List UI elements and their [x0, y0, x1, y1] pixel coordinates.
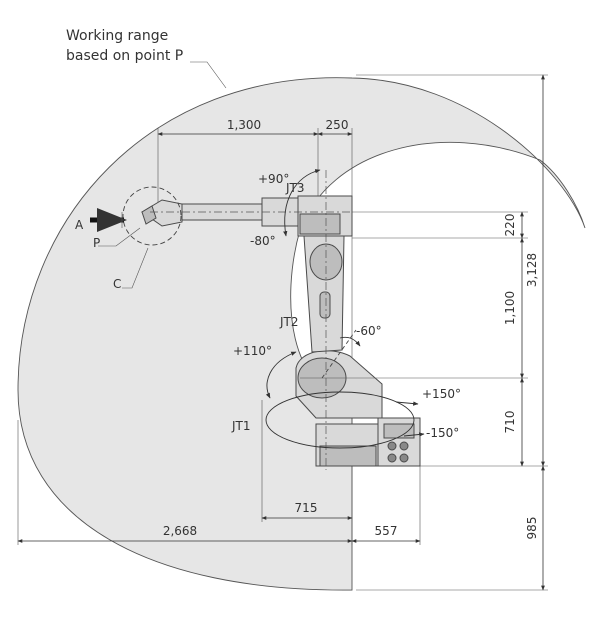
- jt1-minus-arrow: [403, 432, 425, 437]
- dim-label-250: 250: [326, 118, 349, 132]
- jt1-rotation-ellipse: [265, 391, 415, 449]
- point-p-label: P: [93, 236, 100, 250]
- point-a-label: A: [75, 218, 84, 232]
- dim-label-1100: 1,100: [503, 291, 517, 325]
- dim-label-715: 715: [295, 501, 318, 515]
- robot-turntable: [295, 350, 383, 419]
- robot-lower-arm: [303, 235, 345, 353]
- title-leader-line: [190, 61, 227, 89]
- point-c-leader: [122, 247, 149, 289]
- jt2-label: JT2: [279, 315, 299, 329]
- jt2-minus-angle: -60°: [356, 324, 382, 338]
- jt3-minus-angle: -80°: [250, 234, 276, 248]
- dim-label-3128: 3,128: [525, 253, 539, 287]
- robot-base: [315, 417, 421, 467]
- robot-wrist: [141, 199, 183, 227]
- jt1-plus-arrow: [395, 401, 419, 406]
- dim-label-2668: 2,668: [163, 524, 197, 538]
- dim-label-985: 985: [525, 517, 539, 540]
- jt3-rotation-arc: [283, 169, 321, 237]
- jt2-minus-arc: [339, 336, 361, 347]
- jt1-label: JT1: [231, 419, 251, 433]
- dim-label-1300: 1,300: [227, 118, 261, 132]
- point-p-leader: [98, 227, 141, 247]
- jt3-plus-angle: +90°: [258, 172, 289, 186]
- jt1-plus-angle: +150°: [422, 387, 461, 401]
- jt2-rotation-arc: [265, 351, 297, 399]
- dim-label-220: 220: [503, 214, 517, 237]
- dim-label-710: 710: [503, 411, 517, 434]
- point-c-label: C: [113, 277, 121, 291]
- jt3-label: JT3: [285, 181, 305, 195]
- dim-label-557: 557: [375, 524, 398, 538]
- title-line-2: based on point P: [66, 48, 183, 64]
- title-line-1: Working range: [66, 28, 168, 44]
- jt2-plus-angle: +110°: [233, 344, 272, 358]
- jt1-minus-angle: -150°: [426, 426, 459, 440]
